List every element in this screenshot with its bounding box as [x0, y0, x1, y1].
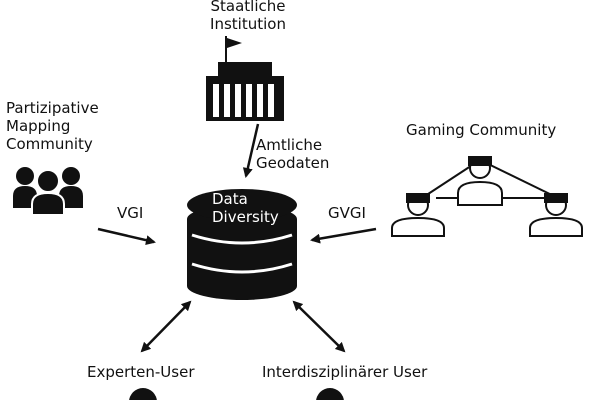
database-icon	[187, 189, 297, 300]
person-icon	[316, 388, 344, 400]
expert-exchange-arrow	[140, 300, 192, 353]
government-building-icon	[206, 36, 284, 121]
institution-label: Staatliche Institution	[210, 0, 286, 33]
expert-user-label: Experten-User	[87, 363, 195, 381]
gaming-community-label: Gaming Community	[406, 121, 557, 139]
vgi-arrow	[97, 227, 156, 246]
gvgi-arrow	[310, 227, 377, 244]
participatory-community-label: Partizipative Mapping Community	[6, 99, 99, 153]
group-of-people-icon	[13, 167, 83, 216]
interdisciplinary-user-label: Interdisziplinärer User	[262, 363, 428, 381]
gvgi-label: GVGI	[328, 204, 366, 222]
vgi-label: VGI	[117, 204, 144, 222]
interdisciplinary-exchange-arrow	[292, 300, 346, 353]
person-icon	[129, 388, 157, 400]
official-data-arrow	[242, 123, 260, 178]
database-label: Data Diversity	[212, 190, 279, 226]
official-geodata-label: Amtliche Geodaten	[256, 136, 330, 172]
vr-headset-users-icon	[391, 156, 583, 237]
